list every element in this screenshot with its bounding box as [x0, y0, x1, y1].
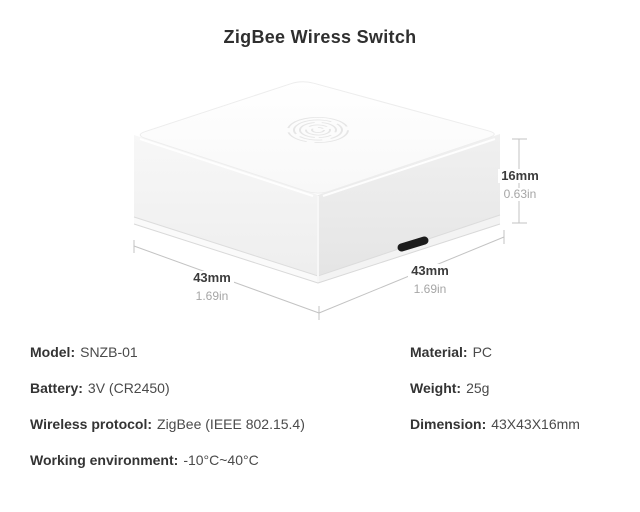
- page-title: ZigBee Wiress Switch: [223, 27, 417, 47]
- spec-value: 3V (CR2450): [87, 380, 170, 396]
- box-bottom-edge: [133, 223, 501, 284]
- spec-row-material: Material:PC: [410, 344, 580, 360]
- spec-value: 43X43X16mm: [491, 416, 580, 432]
- spec-label: Weight:: [410, 380, 462, 396]
- spec-label: Material:: [410, 344, 468, 360]
- spec-list-right: Material:PC Weight:25g Dimension:43X43X1…: [410, 344, 580, 452]
- spec-row-model: Model:SNZB-01: [30, 344, 305, 360]
- spec-label: Model:: [30, 344, 76, 360]
- spec-row-wireless-protocol: Wireless protocol:ZigBee (IEEE 802.15.4): [30, 416, 305, 432]
- box-left-face: [134, 135, 318, 283]
- spec-value: PC: [472, 344, 493, 360]
- spec-label: Battery:: [30, 380, 83, 396]
- dimension-imperial: 1.69in: [192, 290, 232, 303]
- lid-notch: [397, 236, 429, 252]
- spec-value: ZigBee (IEEE 802.15.4): [157, 416, 305, 432]
- dimension-metric: 43mm: [408, 264, 452, 278]
- spec-row-working-environment: Working environment:-10°C~40°C: [30, 452, 305, 468]
- dimension-metric: 16mm: [498, 169, 542, 183]
- spec-label: Dimension:: [410, 416, 487, 432]
- dimension-label-width-right: 43mm 1.69in: [394, 262, 466, 298]
- fingerprint-texture-icon: [287, 116, 349, 144]
- dimension-label-height: 16mm 0.63in: [488, 167, 552, 203]
- product-render: [133, 81, 527, 320]
- spec-label: Wireless protocol:: [30, 416, 153, 432]
- box-top-face: [139, 81, 495, 194]
- spec-row-weight: Weight:25g: [410, 380, 580, 396]
- spec-row-dimension: Dimension:43X43X16mm: [410, 416, 580, 432]
- dimension-metric: 43mm: [190, 271, 234, 285]
- dimension-imperial: 1.69in: [410, 283, 450, 296]
- lid-rim-highlight: [139, 138, 496, 197]
- box-base-left: [134, 217, 318, 283]
- dimension-imperial: 0.63in: [500, 188, 540, 201]
- product-box: [133, 81, 501, 284]
- spec-value: SNZB-01: [80, 344, 138, 360]
- dimension-label-width-left: 43mm 1.69in: [176, 269, 248, 305]
- spec-value: -10°C~40°C: [183, 452, 259, 468]
- spec-label: Working environment:: [30, 452, 179, 468]
- spec-list-left: Model:SNZB-01 Battery:3V (CR2450) Wirele…: [30, 344, 305, 488]
- spec-row-battery: Battery:3V (CR2450): [30, 380, 305, 396]
- box-right-face: [318, 134, 500, 283]
- spec-value: 25g: [466, 380, 490, 396]
